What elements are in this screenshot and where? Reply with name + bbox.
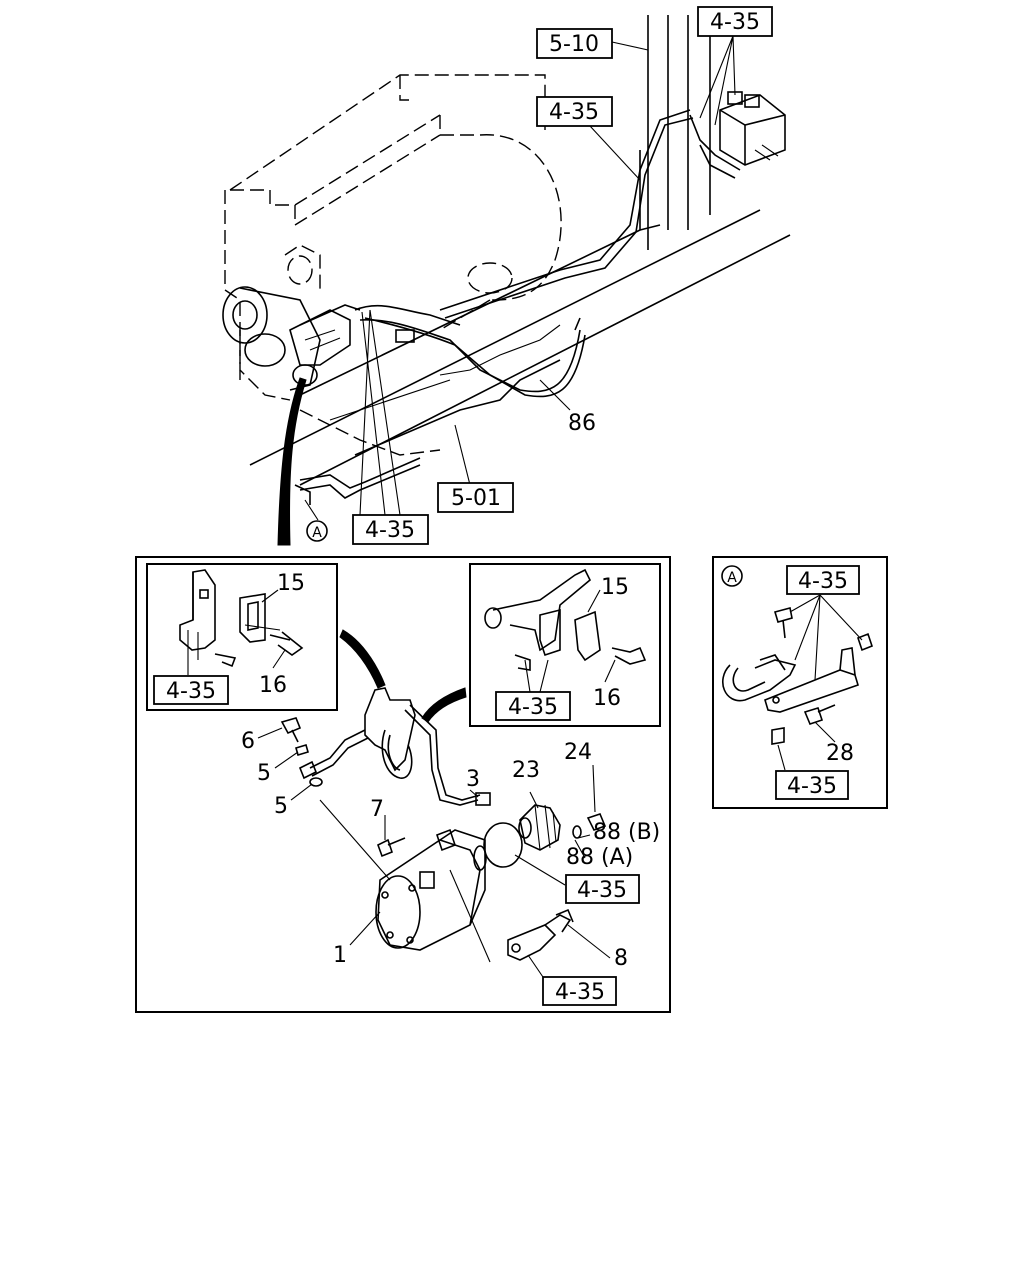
part-86-label: 86	[568, 411, 596, 436]
detail-a-ref-box-top	[786, 565, 860, 595]
right-inset: 15 16 4-35	[469, 563, 661, 727]
left-inset: 15 16 4-35	[146, 563, 338, 711]
right-inset-frame	[469, 563, 661, 727]
right-inset-ref: 4-35	[508, 695, 558, 720]
part-23-label: 23	[512, 758, 540, 783]
ref-4-35-bracket: 4-35	[555, 980, 605, 1005]
part-24-label: 24	[564, 740, 592, 765]
left-inset-part-16: 16	[259, 673, 287, 698]
part-6-label: 6	[241, 729, 255, 754]
ref-4-35-oring: 4-35	[577, 878, 627, 903]
ref-box-5-10	[536, 28, 613, 59]
part-1-label: 1	[333, 943, 347, 968]
part-28-label: 28	[826, 741, 854, 766]
detail-a-circle-label: A	[727, 570, 737, 586]
left-inset-ref-box	[153, 675, 229, 705]
left-inset-arrow	[339, 629, 386, 689]
detail-a-ref-top: 4-35	[798, 569, 848, 594]
part-5b-label: 5	[274, 794, 288, 819]
ref-box-4-35-frame	[352, 514, 429, 545]
right-inset-arrow	[421, 687, 467, 723]
left-inset-ref: 4-35	[166, 679, 216, 704]
part-7-label: 7	[370, 797, 384, 822]
ref-box-4-35-pipe	[536, 96, 613, 127]
part-8-label: 8	[614, 946, 628, 971]
detail-a-frame	[712, 556, 888, 809]
left-inset-part-15: 15	[277, 571, 305, 596]
part-3-label: 3	[466, 767, 480, 792]
circle-a-label: A	[312, 525, 322, 541]
right-inset-ref-box	[495, 691, 571, 721]
detail-a-drawing	[721, 565, 873, 771]
ref-4-35-pipe: 4-35	[549, 100, 599, 125]
engine-assembly-drawing	[222, 15, 791, 546]
ref-5-10: 5-10	[549, 32, 599, 57]
pump-assembly-drawing	[257, 687, 611, 981]
ref-box-4-35-oring	[565, 874, 640, 904]
left-inset-frame	[146, 563, 338, 711]
detail-a-ref-box-bottom	[775, 770, 849, 800]
part-88b-label: 88 (B)	[593, 820, 660, 845]
ref-box-4-35-tank	[697, 6, 773, 37]
ref-5-01: 5-01	[451, 486, 501, 511]
circle-a-marker	[306, 520, 328, 542]
ref-box-4-35-bracket	[542, 976, 617, 1006]
ref-4-35-tank: 4-35	[710, 10, 760, 35]
right-inset-part-15: 15	[601, 575, 629, 600]
part-88a-label: 88 (A)	[566, 845, 633, 870]
ref-4-35-frame: 4-35	[365, 518, 415, 543]
detail-a-ref-bottom: 4-35	[787, 774, 837, 799]
part-5a-label: 5	[257, 761, 271, 786]
ref-box-5-01	[437, 482, 514, 513]
main-detail-frame	[135, 556, 671, 1013]
right-inset-part-16: 16	[593, 686, 621, 711]
